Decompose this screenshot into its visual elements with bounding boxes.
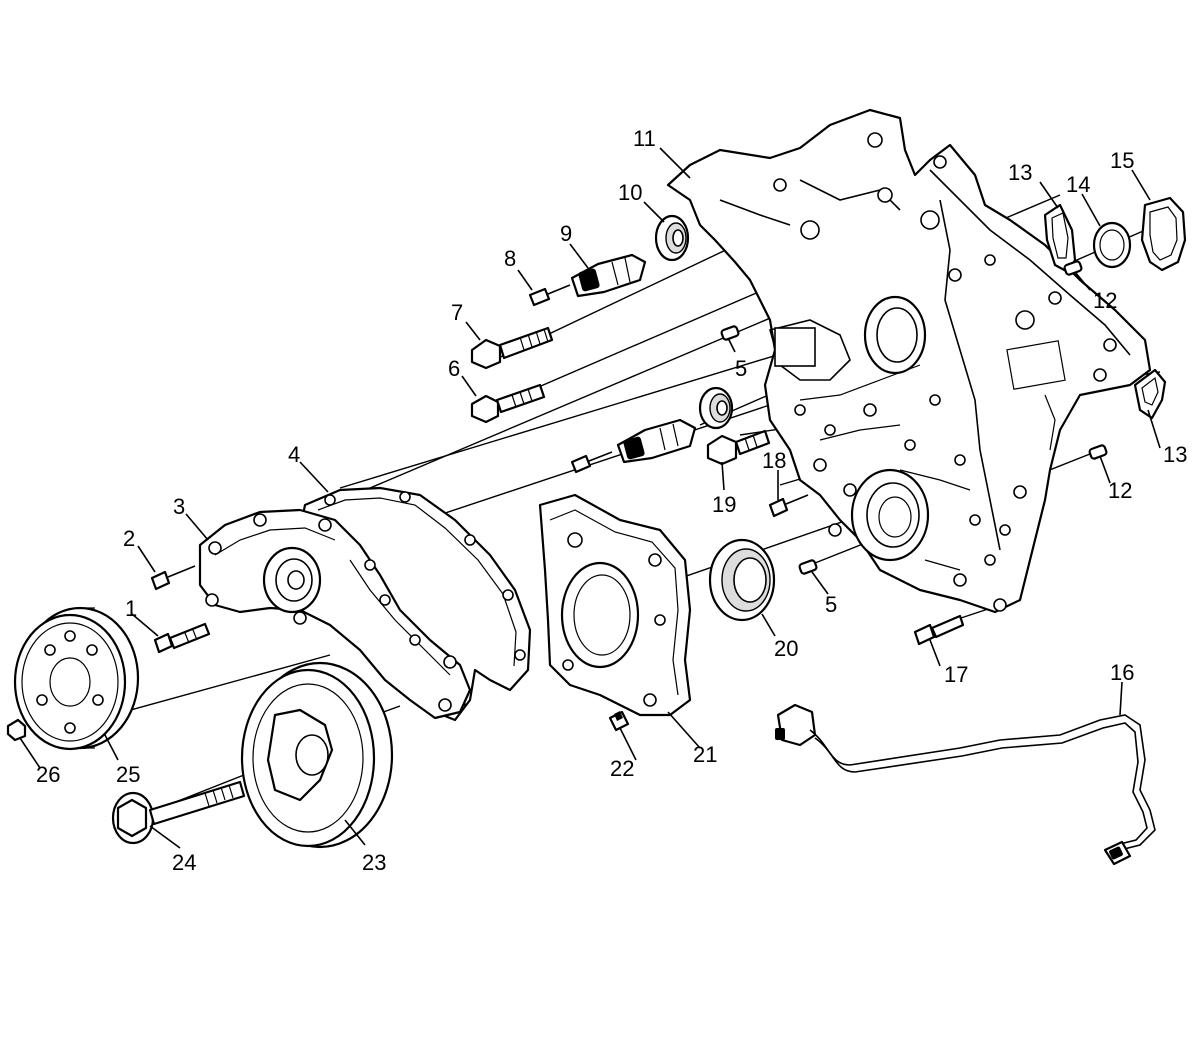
callout-21: 21 [693, 742, 717, 767]
callout-12-lower: 12 [1108, 478, 1132, 503]
callout-5-upper: 5 [735, 356, 747, 381]
sensor-harness-16 [775, 703, 1156, 866]
bolt-26 [6, 718, 27, 742]
gasket-13-lower [1133, 368, 1167, 420]
callout-24: 24 [172, 850, 196, 875]
callout-11: 11 [633, 126, 656, 151]
dowel-pin-12-lower [1088, 444, 1108, 460]
bolt-8-lower [570, 451, 613, 474]
callout-19: 19 [712, 492, 736, 517]
callout-18: 18 [762, 448, 786, 473]
bolt-8 [528, 284, 571, 307]
callout-17: 17 [944, 662, 968, 687]
callout-7: 7 [451, 300, 463, 325]
bolt-19 [706, 429, 771, 466]
gasket-13-upper [1043, 203, 1077, 274]
water-pump-3 [198, 508, 472, 720]
callout-1: 1 [125, 596, 137, 621]
fastener-22 [608, 710, 630, 732]
callout-3: 3 [173, 494, 185, 519]
callout-5-lower: 5 [825, 592, 837, 617]
callout-4: 4 [288, 442, 300, 467]
callout-2: 2 [123, 526, 135, 551]
dowel-pin-5-lower [798, 559, 818, 575]
callout-8: 8 [504, 246, 516, 271]
callout-10: 10 [618, 180, 642, 205]
callout-labels: 1 2 3 4 5 5 6 7 8 9 10 11 12 12 13 13 14… [36, 126, 1187, 875]
callout-6: 6 [448, 356, 460, 381]
callout-16: 16 [1110, 660, 1134, 685]
callout-23: 23 [362, 850, 386, 875]
callout-25: 25 [116, 762, 140, 787]
bolt-18 [768, 494, 809, 518]
bolt-7 [470, 326, 554, 370]
crankshaft-balancer-23 [240, 661, 394, 849]
engine-front-cover [666, 108, 1152, 614]
cover-plate-21 [538, 493, 692, 717]
callout-12-upper: 12 [1093, 288, 1117, 313]
dowel-pin-5-upper [720, 325, 740, 341]
oil-seal-10-lower [698, 386, 734, 430]
callout-15: 15 [1110, 148, 1134, 173]
callout-9: 9 [560, 221, 572, 246]
callout-26: 26 [36, 762, 60, 787]
callout-20: 20 [774, 636, 798, 661]
bolt-24 [111, 780, 246, 845]
bolt-17 [913, 614, 965, 646]
leader-lines [19, 147, 1161, 849]
idler-pulley-25 [13, 606, 140, 751]
callout-22: 22 [610, 756, 634, 781]
crankshaft-seal-20 [708, 538, 776, 622]
solenoid-9 [570, 253, 647, 298]
callout-14: 14 [1066, 172, 1090, 197]
oil-seal-10 [654, 214, 690, 262]
callout-13-upper: 13 [1008, 160, 1032, 185]
bolt-2 [150, 565, 196, 591]
bolt-1 [153, 622, 211, 654]
bolt-6 [470, 383, 546, 424]
seal-ring-14 [1092, 221, 1132, 269]
callout-13-lower: 13 [1163, 442, 1187, 467]
solenoid-lower [616, 418, 697, 464]
gasket-15 [1140, 196, 1187, 272]
